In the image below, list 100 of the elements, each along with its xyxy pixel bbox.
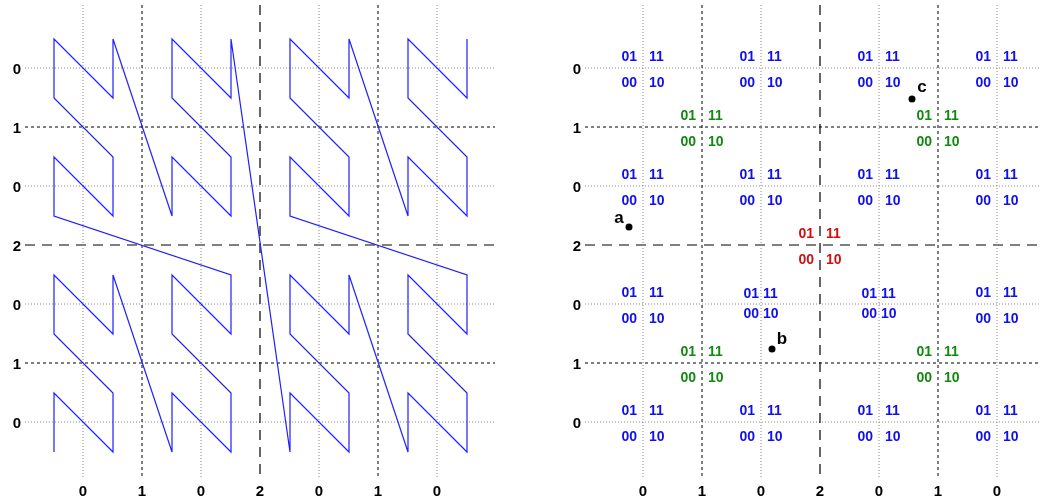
quadrant-code: 11 bbox=[767, 49, 782, 63]
quadrant-code: 01 bbox=[857, 167, 873, 181]
quadrant-code: 10 bbox=[1003, 311, 1019, 325]
quadrant-code: 11 bbox=[944, 344, 959, 358]
quadrant-code: 10 bbox=[763, 306, 779, 320]
axis-label: 0 bbox=[874, 482, 884, 498]
quadrant-code: 10 bbox=[767, 75, 783, 89]
axis-label: 1 bbox=[572, 119, 582, 135]
quadrant-code: 10 bbox=[1003, 75, 1019, 89]
quadrant-code: 10 bbox=[885, 193, 901, 207]
axis-label: 0 bbox=[572, 178, 582, 194]
quadrant-code: 10 bbox=[885, 75, 901, 89]
axis-label: 0 bbox=[432, 482, 442, 498]
axis-label: 1 bbox=[572, 355, 582, 371]
axis-label: 0 bbox=[196, 482, 206, 498]
quadrant-code: 01 bbox=[680, 108, 696, 122]
quadrant-code: 00 bbox=[621, 429, 637, 443]
quadrant-code: 11 bbox=[885, 403, 900, 417]
axis-label: 0 bbox=[12, 178, 22, 194]
quadrant-code: 00 bbox=[739, 429, 755, 443]
quadrant-code: 10 bbox=[1003, 429, 1019, 443]
quadrant-code: 10 bbox=[885, 429, 901, 443]
quadrant-code: 11 bbox=[649, 49, 664, 63]
quadrant-code: 11 bbox=[649, 403, 664, 417]
quadrant-code: 00 bbox=[857, 75, 873, 89]
quadrant-code: 01 bbox=[916, 108, 932, 122]
quadrant-code: 10 bbox=[649, 429, 665, 443]
quadrant-code: 01 bbox=[743, 286, 759, 300]
quadrant-code: 01 bbox=[621, 285, 637, 299]
quadrant-code: 01 bbox=[739, 167, 755, 181]
quadrant-code: 01 bbox=[739, 49, 755, 63]
quadrant-code: 00 bbox=[857, 193, 873, 207]
quadrant-code: 01 bbox=[975, 403, 991, 417]
quadrant-code: 10 bbox=[767, 193, 783, 207]
quadrant-code: 11 bbox=[1003, 167, 1018, 181]
axis-label: 0 bbox=[638, 482, 648, 498]
quadrant-code: 00 bbox=[680, 134, 696, 148]
quadrant-code: 00 bbox=[621, 75, 637, 89]
point-label: a bbox=[614, 208, 624, 226]
quadrant-code: 01 bbox=[739, 403, 755, 417]
axis-label: 0 bbox=[12, 60, 22, 76]
axis-label: 1 bbox=[137, 482, 147, 498]
quadrant-code: 10 bbox=[1003, 193, 1019, 207]
quadrant-code: 10 bbox=[826, 252, 842, 266]
quadrant-code: 11 bbox=[767, 403, 782, 417]
quadrant-code: 10 bbox=[944, 134, 960, 148]
quadrant-code: 10 bbox=[708, 370, 724, 384]
quadrant-code: 11 bbox=[649, 167, 664, 181]
quadrant-code: 11 bbox=[885, 49, 900, 63]
quadrant-code: 00 bbox=[857, 429, 873, 443]
axis-label: 0 bbox=[756, 482, 766, 498]
axis-label: 0 bbox=[12, 296, 22, 312]
axis-label: 1 bbox=[12, 119, 22, 135]
quadrant-code: 00 bbox=[916, 134, 932, 148]
quadrant-code: 01 bbox=[975, 49, 991, 63]
quadrant-code: 01 bbox=[916, 344, 932, 358]
quadrant-code: 10 bbox=[649, 311, 665, 325]
quadrant-code: 00 bbox=[975, 193, 991, 207]
axis-label: 0 bbox=[572, 414, 582, 430]
quadrant-code: 01 bbox=[857, 49, 873, 63]
axis-label: 2 bbox=[255, 482, 265, 498]
axis-label: 1 bbox=[373, 482, 383, 498]
quadrant-code: 01 bbox=[975, 285, 991, 299]
quadrant-code: 10 bbox=[881, 306, 897, 320]
quadrant-code: 11 bbox=[826, 226, 841, 240]
quadrant-code: 11 bbox=[881, 286, 896, 300]
quadrant-code: 11 bbox=[944, 108, 959, 122]
axis-label: 0 bbox=[12, 414, 22, 430]
axis-label: 0 bbox=[572, 60, 582, 76]
quadrant-code: 01 bbox=[621, 49, 637, 63]
quadrant-code: 00 bbox=[975, 311, 991, 325]
quadrant-code: 00 bbox=[739, 75, 755, 89]
axis-label: 2 bbox=[815, 482, 825, 498]
quadrant-code: 10 bbox=[649, 75, 665, 89]
quadrant-code: 01 bbox=[857, 403, 873, 417]
quadrant-code: 10 bbox=[708, 134, 724, 148]
quadrant-code: 11 bbox=[708, 344, 723, 358]
quadrant-code: 00 bbox=[621, 311, 637, 325]
quadrant-code: 01 bbox=[798, 226, 814, 240]
quadrant-code: 00 bbox=[975, 429, 991, 443]
axis-label: 2 bbox=[12, 237, 22, 253]
quadrant-code: 11 bbox=[1003, 403, 1018, 417]
quadrant-code: 00 bbox=[680, 370, 696, 384]
quadrant-code: 01 bbox=[861, 286, 877, 300]
point-label: b bbox=[776, 329, 788, 347]
axis-label: 0 bbox=[572, 296, 582, 312]
quadrant-code: 11 bbox=[767, 167, 782, 181]
axis-label: 1 bbox=[697, 482, 707, 498]
axis-label: 1 bbox=[12, 355, 22, 371]
quadrant-code: 10 bbox=[767, 429, 783, 443]
axis-label: 0 bbox=[78, 482, 88, 498]
quadrant-code: 01 bbox=[680, 344, 696, 358]
quadrant-code: 11 bbox=[1003, 285, 1018, 299]
quadrant-code: 01 bbox=[975, 167, 991, 181]
quadrant-code: 01 bbox=[621, 403, 637, 417]
quadrant-code: 10 bbox=[944, 370, 960, 384]
quadrant-code: 00 bbox=[621, 193, 637, 207]
quadrant-code: 00 bbox=[916, 370, 932, 384]
quadrant-code: 11 bbox=[885, 167, 900, 181]
quadrant-code: 11 bbox=[1003, 49, 1018, 63]
